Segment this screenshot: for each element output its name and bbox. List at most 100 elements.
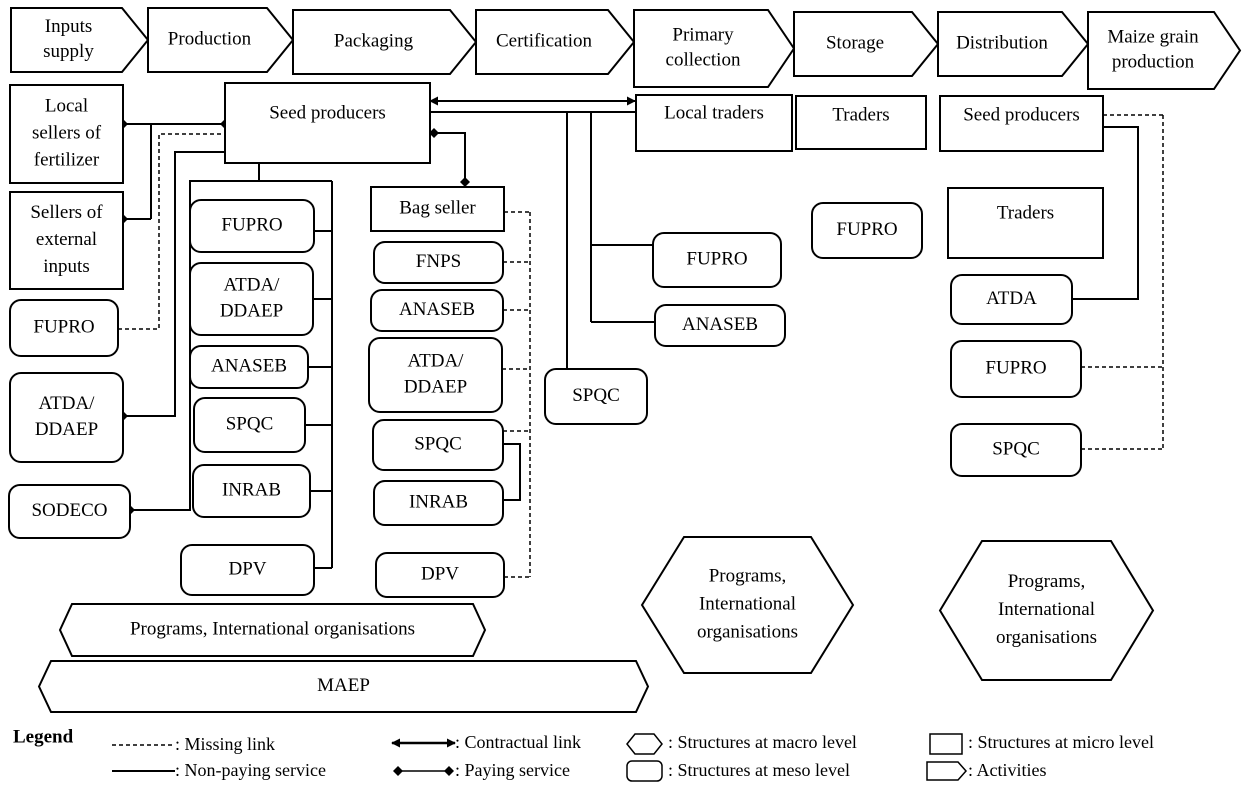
node-label: Programs,	[709, 565, 787, 586]
node-label: Seed producers	[963, 104, 1080, 125]
node-label: Maize grain	[1107, 26, 1199, 47]
node-label: FUPRO	[985, 357, 1046, 378]
node-label: INRAB	[222, 479, 281, 500]
node-label: SPQC	[226, 413, 274, 434]
node-label: FUPRO	[836, 219, 897, 240]
node-label: production	[1112, 51, 1195, 72]
meso-anaseb-packaging: ANASEB	[370, 289, 504, 332]
meso-fupro-production: FUPRO	[189, 199, 315, 253]
activity-packaging: Packaging	[292, 9, 478, 75]
node-label: Storage	[826, 32, 884, 53]
legend-item-macro-level: : Structures at macro level	[626, 732, 857, 755]
meso-box	[950, 340, 1082, 398]
macro-hexagon	[58, 603, 487, 657]
node-label: FNPS	[416, 251, 461, 272]
distribution-missing-links	[1081, 114, 1164, 450]
node-label: ATDA	[986, 288, 1037, 309]
node-label: Traders	[832, 104, 889, 125]
meso-fnps: FNPS	[373, 241, 504, 284]
link-atda-ddaep-paying	[123, 151, 225, 417]
meso-box	[373, 480, 504, 526]
activity-shape	[633, 9, 796, 88]
node-label: inputs	[43, 256, 89, 277]
node-label: sellers of	[32, 122, 102, 143]
legend-item-micro-level: : Structures at micro level	[929, 732, 1154, 755]
micro-box	[635, 94, 793, 152]
activity-shape	[147, 7, 295, 73]
legend-label: : Structures at meso level	[668, 760, 850, 780]
node-label: Primary	[672, 24, 734, 45]
meso-box	[9, 372, 124, 463]
activity-maize-grain-production: Maize grain production	[1087, 11, 1242, 90]
node-label: SODECO	[31, 500, 107, 521]
node-label: DPV	[228, 558, 266, 579]
meso-anaseb-production: ANASEB	[189, 345, 309, 389]
node-label: Production	[168, 28, 252, 49]
activity-storage: Storage	[793, 11, 940, 77]
macro-programs-intl-wide: Programs, International organisations	[58, 603, 487, 657]
link-fupro-missing	[118, 133, 225, 330]
node-label: Local	[45, 95, 88, 116]
micro-box	[9, 191, 124, 290]
activity-shape	[937, 11, 1090, 77]
meso-box	[950, 423, 1082, 477]
meso-box	[193, 397, 306, 453]
node-label: ATDA/	[39, 393, 96, 414]
legend: Legend: Missing link: Non-paying service…	[13, 726, 1154, 782]
node-label: DDAEP	[35, 419, 98, 440]
meso-atda-ddaep-inputs: ATDA/DDAEP	[9, 372, 124, 463]
legend-label: : Structures at macro level	[668, 732, 857, 752]
diamond-icon	[393, 766, 403, 776]
meso-box	[372, 419, 504, 471]
node-label: ANASEB	[211, 355, 287, 376]
micro-traders-distribution: Traders	[947, 187, 1104, 259]
node-label: SPQC	[992, 438, 1040, 459]
link-spqc-inrab-packaging	[503, 443, 521, 501]
meso-box	[368, 337, 503, 413]
micro-box	[939, 95, 1104, 152]
node-label: Local traders	[664, 102, 764, 123]
meso-box	[544, 368, 648, 425]
node-label: SPQC	[572, 385, 620, 406]
meso-box	[375, 552, 505, 598]
activity-shape	[1087, 11, 1242, 90]
meso-box	[950, 274, 1073, 325]
node-label: MAEP	[317, 675, 370, 696]
meso-anaseb-collection: ANASEB	[654, 304, 786, 347]
legend-item-missing-link: : Missing link	[112, 734, 275, 754]
packaging-missing-links	[502, 211, 531, 578]
node-label: DDAEP	[404, 376, 467, 397]
node-label: SPQC	[414, 433, 462, 454]
node-label: International	[998, 599, 1095, 620]
micro-box	[947, 187, 1104, 259]
legend-label: : Missing link	[175, 734, 275, 754]
activity-shape	[793, 11, 940, 77]
node-label: FUPRO	[686, 248, 747, 269]
legend-symbol	[626, 733, 663, 755]
connection-lines	[118, 96, 1164, 578]
legend-symbol	[626, 760, 663, 782]
legend-label: : Non-paying service	[175, 760, 326, 780]
meso-box	[654, 304, 786, 347]
node-label: INRAB	[409, 491, 468, 512]
meso-sodeco: SODECO	[8, 484, 131, 539]
micro-box	[224, 82, 431, 164]
micro-bag-seller: Bag seller	[370, 186, 505, 232]
meso-fupro-collection: FUPRO	[652, 232, 782, 288]
node-label: Inputs	[45, 16, 93, 37]
activity-distribution: Distribution	[937, 11, 1090, 77]
activity-shape	[292, 9, 478, 75]
node-label: Distribution	[956, 32, 1048, 53]
node-label: FUPRO	[221, 214, 282, 235]
node-label: FUPRO	[33, 316, 94, 337]
legend-label: : Contractual link	[455, 732, 581, 752]
node-label: Traders	[997, 202, 1054, 223]
macro-hexagon	[37, 660, 650, 713]
meso-atda-ddaep-packaging: ATDA/DDAEP	[368, 337, 503, 413]
macro-maep: MAEP	[37, 660, 650, 713]
